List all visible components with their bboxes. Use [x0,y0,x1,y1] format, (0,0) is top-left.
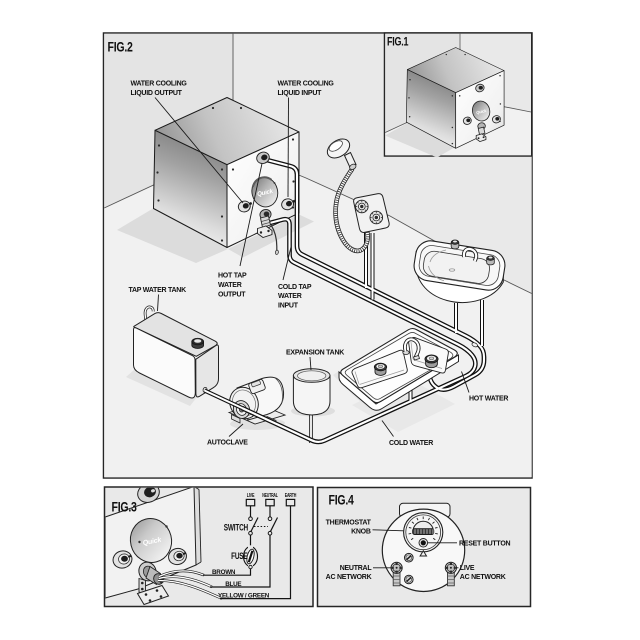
svg-text:FIG.3: FIG.3 [112,499,138,515]
svg-text:HOT TAP: HOT TAP [218,273,247,280]
svg-text:AUTOCLAVE: AUTOCLAVE [207,440,248,447]
svg-text:LIQUID OUTPUT: LIQUID OUTPUT [131,90,183,97]
svg-text:EXPANSION TANK: EXPANSION TANK [286,350,344,357]
svg-text:INPUT: INPUT [278,303,299,310]
svg-text:WATER: WATER [278,293,302,300]
svg-text:WATER COOLING: WATER COOLING [131,81,188,88]
svg-text:KNOB: KNOB [351,529,371,536]
svg-text:LIQUID INPUT: LIQUID INPUT [278,90,323,97]
svg-text:FIG.1: FIG.1 [387,37,409,49]
svg-text:NEUTRAL: NEUTRAL [262,492,278,498]
svg-text:AC NETWORK: AC NETWORK [326,574,372,581]
svg-text:Quick: Quick [257,188,275,198]
svg-text:RESET BUTTON: RESET BUTTON [459,541,511,548]
svg-text:COLD TAP: COLD TAP [278,284,312,291]
svg-text:LIVE: LIVE [460,565,475,572]
svg-text:BLUE: BLUE [225,581,241,588]
svg-text:Quick: Quick [476,108,488,115]
svg-text:Quick: Quick [142,537,163,548]
svg-text:THERMOSTAT: THERMOSTAT [326,520,372,527]
svg-text:FUSE: FUSE [231,551,248,562]
svg-text:LIVE: LIVE [247,492,255,498]
svg-text:WATER: WATER [218,282,242,289]
svg-text:YELLOW / GREEN: YELLOW / GREEN [218,592,270,599]
svg-text:FIG.2: FIG.2 [108,39,134,55]
svg-text:AC NETWORK: AC NETWORK [460,574,506,581]
svg-text:OUTPUT: OUTPUT [218,292,246,299]
svg-text:FIG.4: FIG.4 [329,492,355,508]
svg-text:COLD WATER: COLD WATER [389,440,433,447]
svg-text:WATER COOLING: WATER COOLING [278,81,335,88]
svg-text:SWITCH: SWITCH [224,522,249,533]
svg-text:TAP WATER TANK: TAP WATER TANK [129,287,187,294]
svg-text:HOT WATER: HOT WATER [469,396,508,403]
svg-text:EARTH: EARTH [285,492,296,498]
svg-text:NEUTRAL: NEUTRAL [340,565,373,572]
svg-text:BROWN: BROWN [212,569,236,576]
